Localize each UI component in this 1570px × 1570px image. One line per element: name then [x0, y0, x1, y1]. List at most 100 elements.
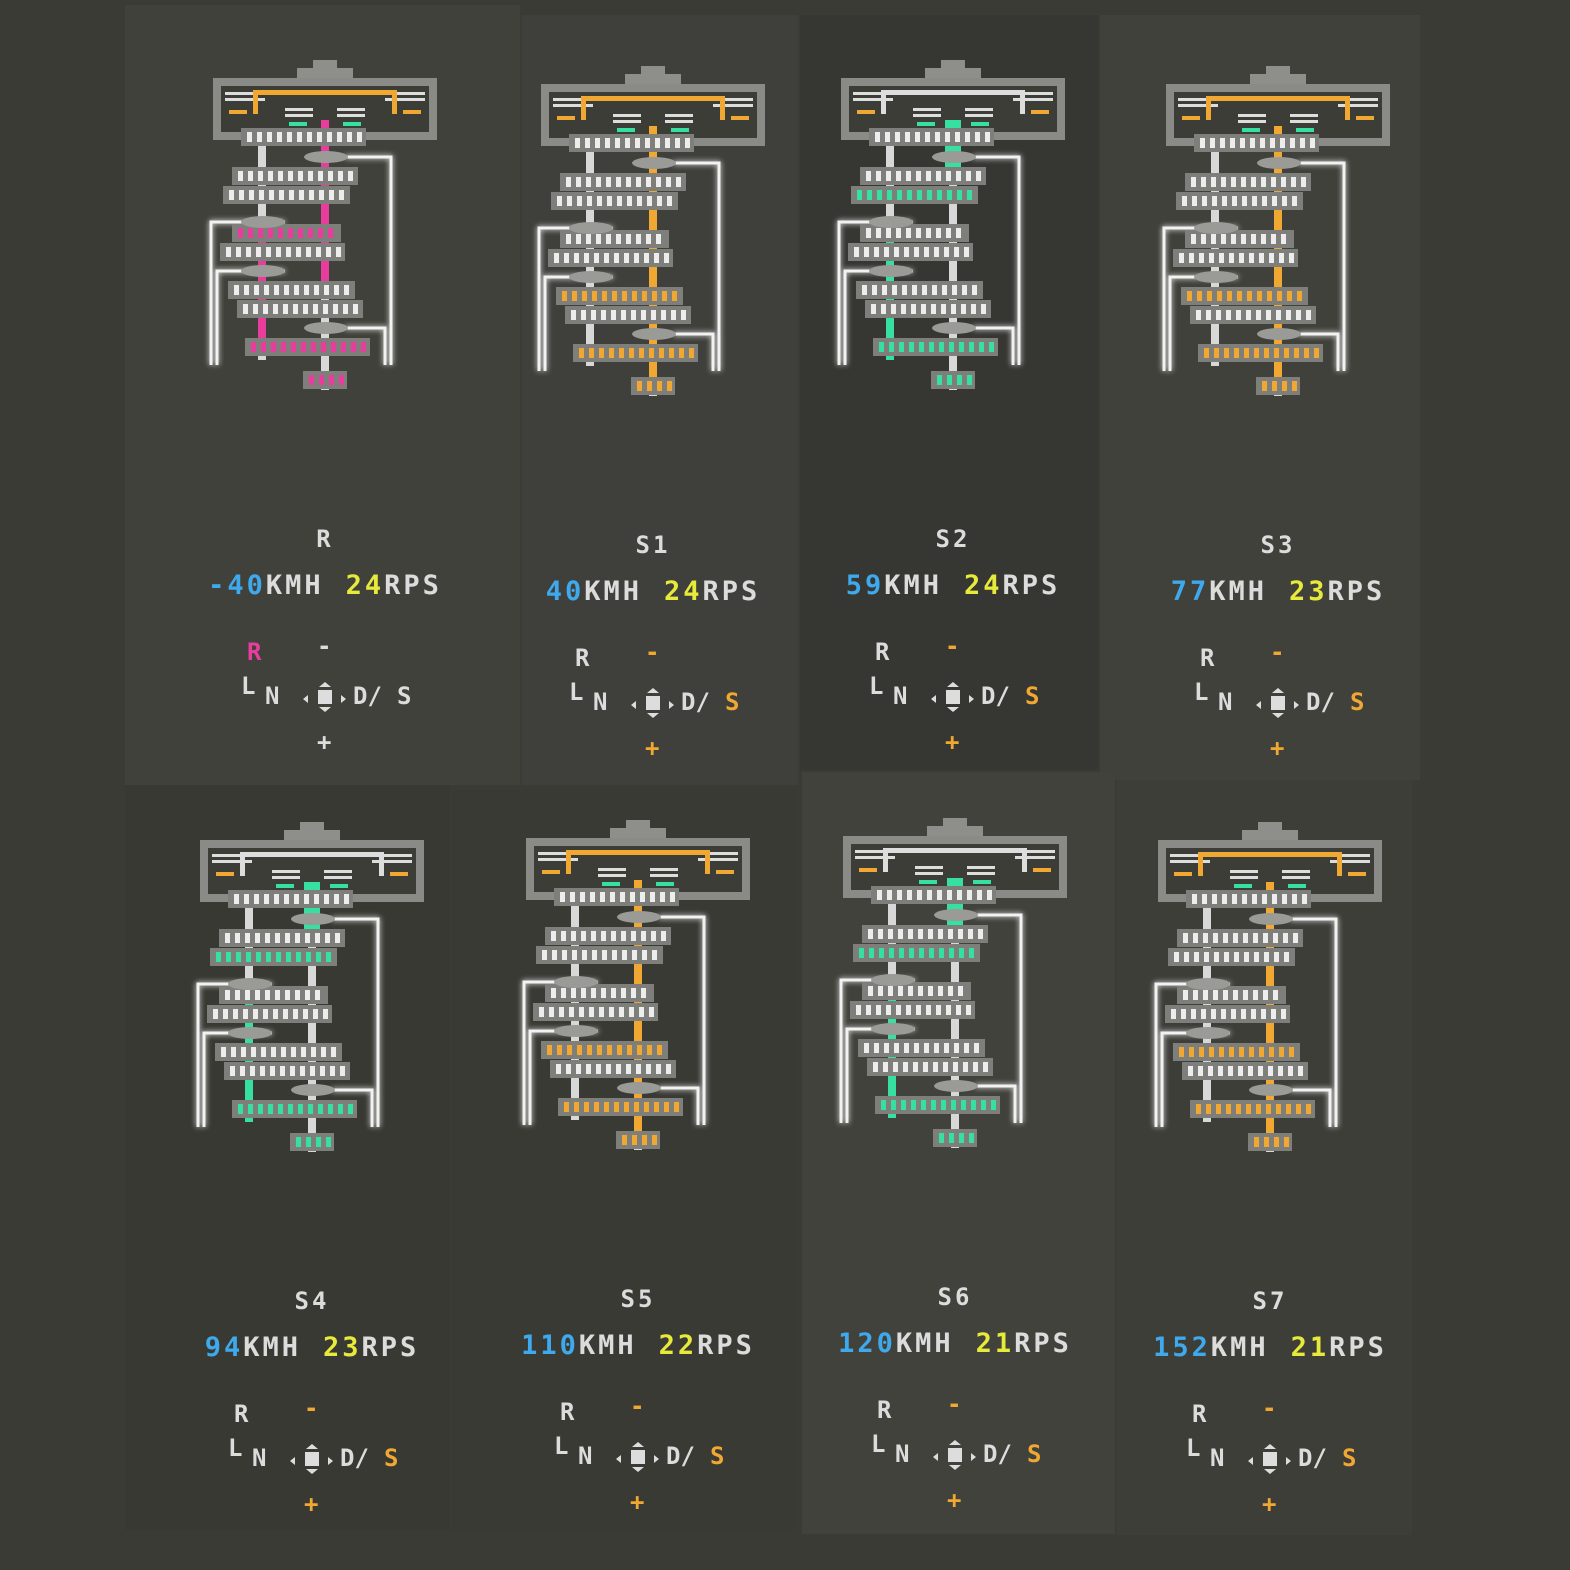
gear-tooth — [897, 890, 902, 900]
gear-tooth — [876, 171, 881, 181]
gear-tooth — [284, 285, 289, 295]
gear-tooth — [330, 1066, 335, 1076]
gear-tooth — [331, 342, 336, 352]
gear-tooth — [944, 1043, 949, 1053]
synchro — [569, 222, 613, 234]
gear-tooth — [299, 190, 304, 200]
gear-tooth — [1289, 253, 1294, 263]
gear-tooth — [1252, 894, 1257, 904]
gear-tooth — [902, 285, 907, 295]
gear — [867, 1058, 993, 1076]
gear — [856, 281, 983, 299]
gear-tooth — [281, 1047, 286, 1057]
shifter-plus: + — [1270, 734, 1285, 762]
gear-tooth — [315, 933, 320, 943]
gear-tooth — [1241, 177, 1246, 187]
gear-tooth — [1297, 291, 1302, 301]
gear-tooth — [572, 950, 577, 960]
clutch-line — [613, 114, 641, 117]
synchro — [241, 265, 285, 277]
gear-tooth — [866, 228, 871, 238]
gear-tooth — [656, 177, 661, 187]
gear-tooth — [1238, 1066, 1243, 1076]
gearbox-diagram — [839, 818, 1067, 1148]
gear-tooth — [1274, 1137, 1279, 1147]
gear-tooth — [875, 132, 880, 142]
gear — [223, 186, 350, 204]
gear-tooth — [263, 1009, 268, 1019]
gear-tooth — [666, 1064, 671, 1074]
gear-tooth — [542, 950, 547, 960]
gear-tooth — [928, 929, 933, 939]
gear-tooth — [1193, 933, 1198, 943]
arrow-right-icon — [971, 1453, 976, 1461]
clutch-line — [713, 98, 753, 101]
shifter-minus: - — [945, 632, 960, 660]
gear-tooth — [1246, 1104, 1251, 1114]
gear-tooth — [898, 929, 903, 939]
clutch-arm — [1022, 848, 1027, 872]
gear-tooth — [936, 171, 941, 181]
gear-tooth — [1220, 138, 1225, 148]
gear-tooth — [277, 132, 282, 142]
gear-tooth — [1196, 310, 1201, 320]
gear-tooth — [552, 950, 557, 960]
gear-tooth — [866, 1005, 871, 1015]
gear-tooth — [642, 291, 647, 301]
input-knob-base — [297, 68, 353, 78]
gear-tooth — [286, 247, 291, 257]
clutch-bar — [1206, 96, 1350, 101]
clutch-arm — [566, 850, 571, 874]
shifter-r: R — [234, 1400, 249, 1428]
input-knob-base — [1242, 830, 1298, 840]
gear-tooth — [869, 948, 874, 958]
gear-tooth — [1193, 990, 1198, 1000]
clutch-bar — [1198, 852, 1342, 857]
gear-tooth — [667, 381, 672, 391]
clutch-line — [1178, 98, 1218, 101]
clutch-line — [1013, 92, 1053, 95]
shifter-plus: + — [645, 734, 660, 762]
gear-tooth — [338, 1104, 343, 1114]
gear-tooth — [868, 986, 873, 996]
shifter-l: L — [1186, 1434, 1201, 1462]
gear — [245, 338, 370, 356]
gear-tooth — [916, 1005, 921, 1015]
gear-tooth — [958, 986, 963, 996]
gear-tooth — [239, 190, 244, 200]
gear-tooth — [1204, 348, 1209, 358]
shifter-plus: + — [630, 1488, 645, 1516]
gear-tooth — [969, 948, 974, 958]
gear-tooth — [1304, 348, 1309, 358]
gear-tooth — [293, 1009, 298, 1019]
gear-tooth — [879, 948, 884, 958]
gear-tooth — [675, 138, 680, 148]
gear-tooth — [294, 894, 299, 904]
gear-tooth — [576, 177, 581, 187]
shifter-n: N — [1218, 688, 1233, 716]
gear-tooth — [626, 234, 631, 244]
gear-tooth — [1252, 196, 1257, 206]
gear-tooth — [296, 952, 301, 962]
gear-tooth — [886, 228, 891, 238]
gear-tooth — [1196, 1104, 1201, 1114]
gear-tooth — [1212, 196, 1217, 206]
gear-tooth — [566, 234, 571, 244]
gear-tooth — [944, 247, 949, 257]
gear-tooth — [981, 1100, 986, 1110]
gear-tooth — [641, 310, 646, 320]
gear — [551, 192, 678, 210]
gear-tooth — [917, 890, 922, 900]
input-knob-base — [1250, 74, 1306, 84]
gear-tooth — [971, 1100, 976, 1110]
gear-tooth — [621, 931, 626, 941]
gear-tooth — [1258, 1066, 1263, 1076]
gear-tooth — [1218, 1066, 1223, 1076]
gear-tooth — [275, 990, 280, 1000]
gear-tooth — [966, 1005, 971, 1015]
gear-tooth — [266, 952, 271, 962]
gear-tooth — [271, 1047, 276, 1057]
gear — [860, 167, 986, 185]
gear-tooth — [946, 228, 951, 238]
